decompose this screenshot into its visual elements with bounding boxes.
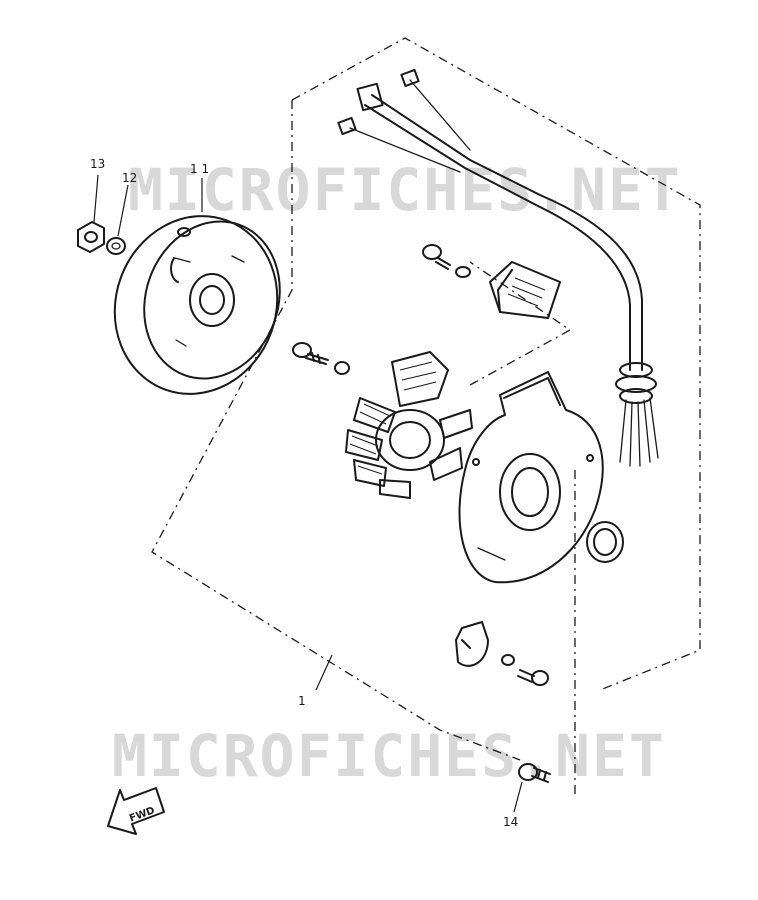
stator-windings (345, 397, 473, 499)
fwd-arrow-icon: FWD (107, 787, 165, 835)
wire-harness (337, 68, 659, 467)
nut-part-13 (77, 221, 105, 253)
wire-ends (619, 397, 659, 467)
bolt-part-14 (518, 763, 551, 783)
connector-plug-upper (337, 68, 420, 136)
flywheel-rotor (113, 215, 281, 395)
grommet (615, 362, 657, 404)
callout-label-12: 12 (122, 171, 137, 185)
callout-leaders (93, 174, 523, 813)
clamp-washer (501, 654, 515, 666)
assembly-boundary (151, 37, 701, 798)
watermark-bottom: MICROFICHES.NET (112, 722, 666, 790)
svg-text:FWD: FWD (128, 805, 156, 824)
pickup-coil (489, 261, 561, 319)
callout-label-1: 1 (298, 694, 306, 708)
clamp-screw (517, 669, 549, 686)
stator-screw (292, 342, 329, 365)
oil-seal (586, 521, 624, 563)
stator-coil (345, 351, 473, 499)
pickup-washer (455, 266, 471, 278)
callout-label-11: 1 1 (190, 162, 209, 176)
watermark-top: MICROFICHES.NET (128, 156, 682, 224)
wire-clamp (455, 621, 489, 667)
base-plate (458, 371, 604, 584)
callout-label-13: 13 (90, 157, 105, 171)
callout-label-14: 14 (503, 815, 518, 829)
washer-part-12-hole (111, 242, 121, 250)
pickup-screw (422, 244, 451, 270)
washer-part-12 (106, 237, 126, 255)
stator-washer (334, 361, 350, 375)
